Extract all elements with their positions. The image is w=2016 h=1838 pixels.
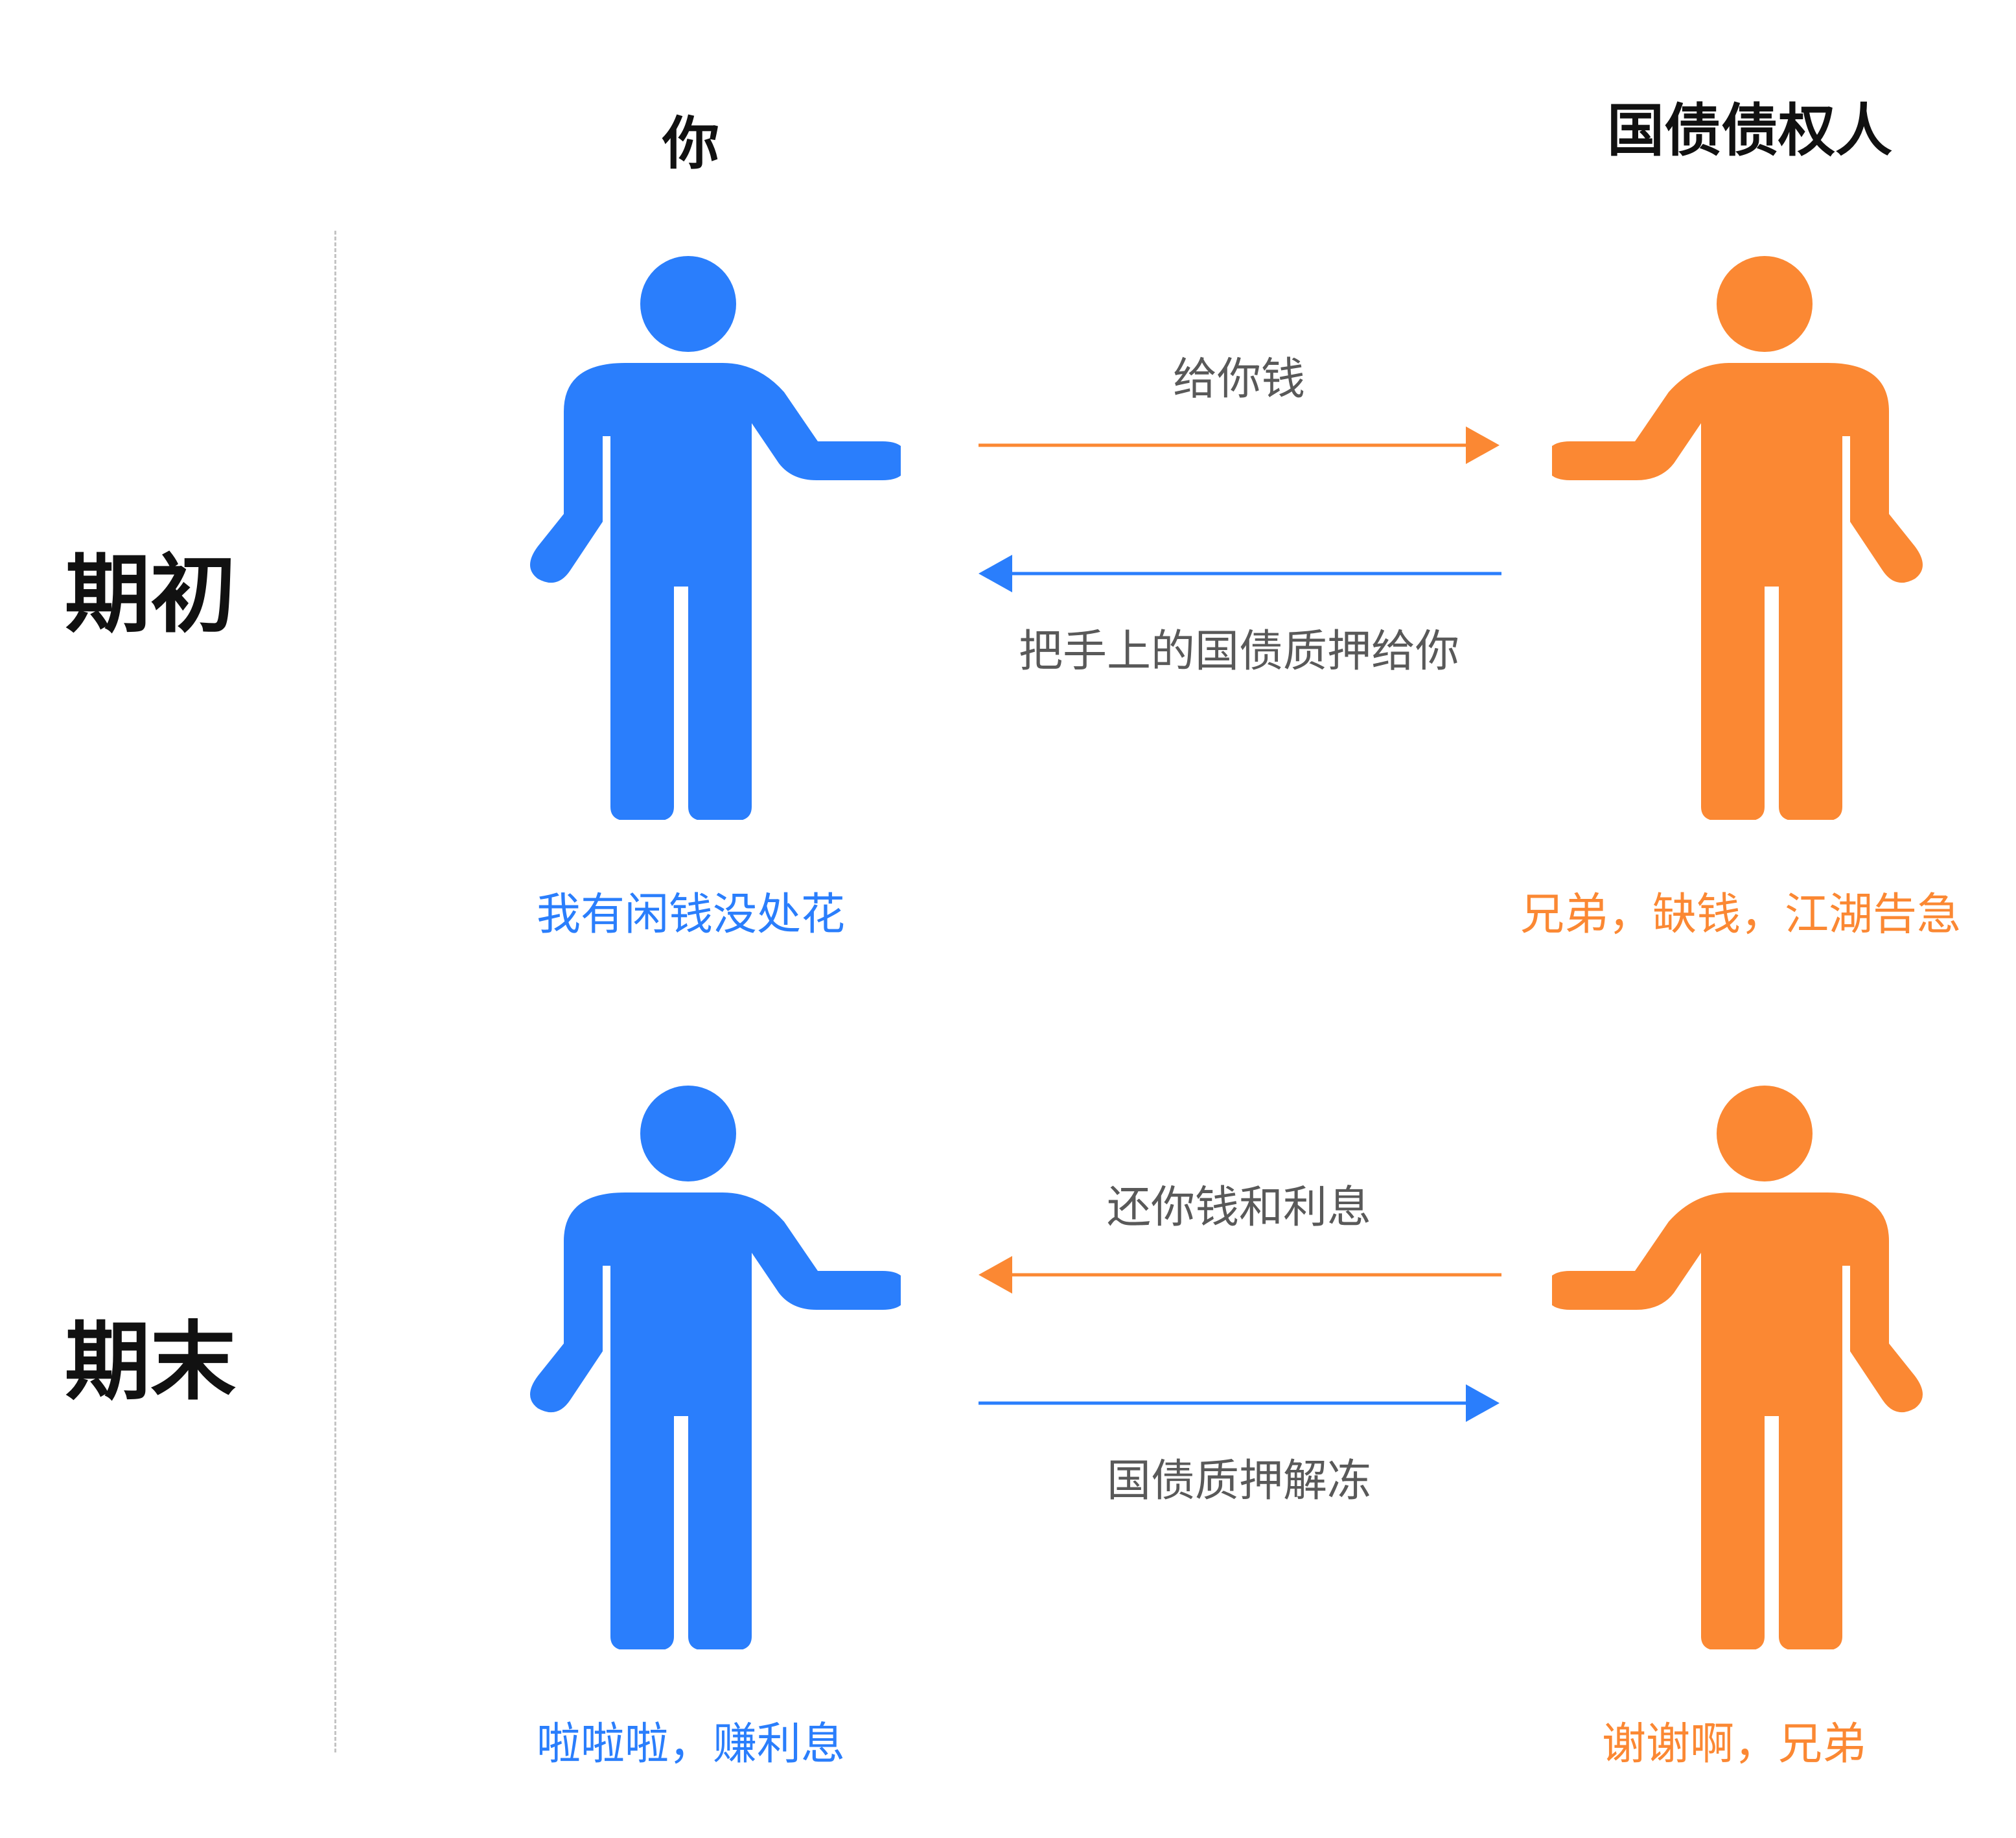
person-icon-creditor-start (1552, 256, 1923, 820)
arrow-label-give-money: 给你钱 (1172, 354, 1306, 405)
arrow-label-unfreeze-pledge: 国债质押解冻 (1106, 1456, 1372, 1507)
column-title-creditor: 国债债权人 (1606, 97, 1893, 164)
arrow-right-blue (979, 1384, 1500, 1422)
arrow-label-repay-interest: 还你钱和利息 (1106, 1182, 1372, 1233)
caption-creditor-start: 兄弟，缺钱，江湖告急 (1520, 889, 1962, 940)
arrow-left-orange (979, 1256, 1501, 1294)
caption-you-start: 我有闲钱没处花 (536, 889, 846, 940)
person-icon-you-end (530, 1086, 901, 1649)
caption-you-end: 啦啦啦，赚利息 (536, 1719, 846, 1770)
caption-creditor-end: 谢谢啊，兄弟 (1601, 1719, 1867, 1770)
arrow-label-pledge-bonds: 把手上的国债质押给你 (1018, 626, 1460, 677)
person-icon-creditor-end (1552, 1086, 1923, 1649)
row-label-end: 期末 (65, 1312, 236, 1412)
arrow-left-blue (979, 555, 1501, 592)
column-title-you: 你 (662, 110, 720, 177)
vertical-divider (334, 231, 336, 1752)
arrow-right-orange (979, 426, 1500, 464)
row-label-start: 期初 (65, 545, 236, 645)
person-icon-you-start (530, 256, 901, 820)
